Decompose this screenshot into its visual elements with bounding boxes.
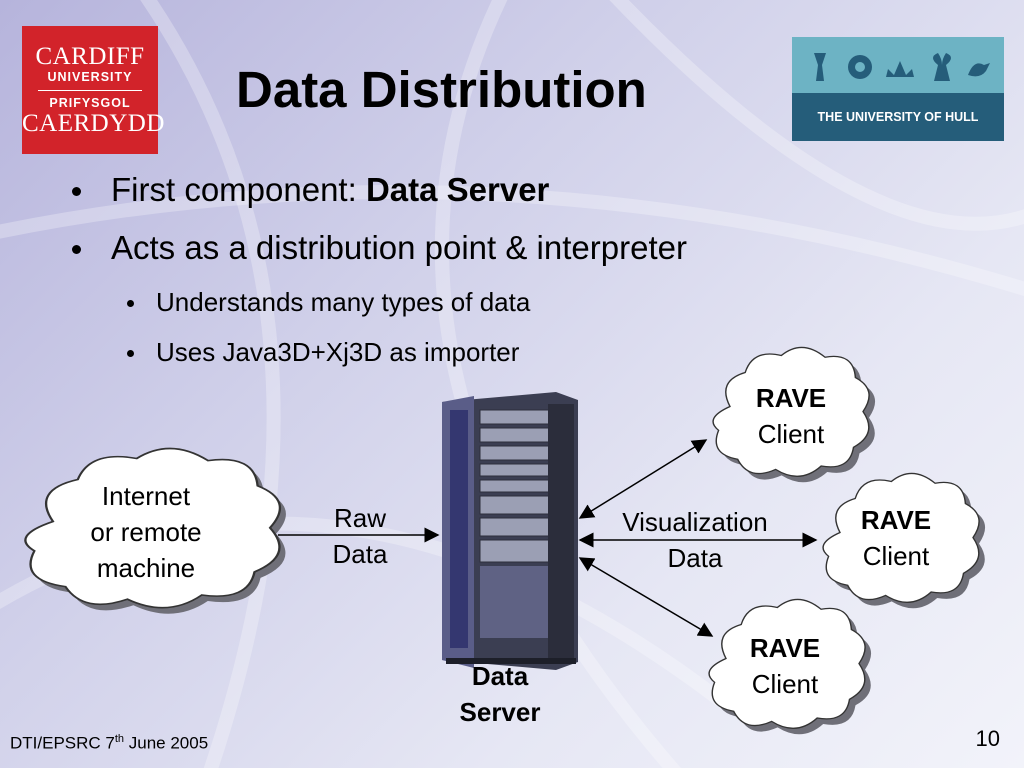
rave-client-3-bold: RAVE <box>749 633 821 663</box>
rave-client-2-text: Client <box>862 541 930 571</box>
cardiff-logo-line3: PRIFYSGOL <box>49 95 131 110</box>
bullet-1-prefix: First component: <box>111 171 366 208</box>
footer-date: DTI/EPSRC 7th June 2005 <box>10 733 208 754</box>
rave-client-1-text: Client <box>757 419 825 449</box>
hull-crest-icons <box>814 53 990 81</box>
rave-client-1-bold: RAVE <box>755 383 827 413</box>
footer-superscript: th <box>114 733 125 745</box>
raw-data-line1: Raw <box>333 503 386 533</box>
cardiff-university-logo: CARDIFF UNIVERSITY PRIFYSGOL CAERDYDD <box>22 26 165 154</box>
bullet-dot <box>72 245 81 254</box>
internet-cloud-line3: machine <box>96 553 196 583</box>
bullet-dot <box>72 187 81 196</box>
internet-cloud-line2: or remote <box>90 517 202 547</box>
rave-client-2-label: RAVE Client <box>846 502 946 574</box>
cardiff-logo-line4: CAERDYDD <box>22 109 165 137</box>
rave-client-1-label: RAVE Client <box>736 380 846 452</box>
rave-client-3-text: Client <box>751 669 819 699</box>
data-server-line1: Data <box>471 661 529 691</box>
hull-logo-text: THE UNIVERSITY OF HULL <box>792 93 1004 141</box>
footer-prefix: DTI/EPSRC 7 <box>10 733 115 753</box>
internet-cloud-line1: Internet <box>101 481 191 511</box>
server-rack-icon <box>442 392 578 670</box>
bullet-1-text: First component: Data Server <box>111 168 549 212</box>
rave-client-3-label: RAVE Client <box>730 630 840 702</box>
cardiff-logo-line2: UNIVERSITY <box>47 69 133 84</box>
client-1-arrow <box>578 439 708 519</box>
internet-cloud-label: Internet or remote machine <box>66 478 226 586</box>
footer-suffix: June 2005 <box>124 733 209 753</box>
page-number: 10 <box>975 726 1000 751</box>
cardiff-logo-divider <box>38 89 142 91</box>
bullet-1-bold: Data Server <box>365 171 550 208</box>
data-server-label: Data Server <box>440 658 560 730</box>
university-of-hull-logo: THE UNIVERSITY OF HULL <box>792 37 1004 141</box>
sub-bullet-1-text: Understands many types of data <box>156 287 531 317</box>
visualization-data-label: Visualization Data <box>600 504 790 576</box>
client-3-arrow <box>578 557 714 637</box>
rave-client-2-bold: RAVE <box>860 505 932 535</box>
raw-data-line2: Data <box>332 539 388 569</box>
cardiff-logo-line1: CARDIFF <box>35 42 145 70</box>
sub-bullet-2-text: Uses Java3D+Xj3D as importer <box>156 337 520 367</box>
raw-data-label: Raw Data <box>310 500 410 572</box>
visualization-data-line1: Visualization <box>622 507 768 537</box>
data-server-line2: Server <box>459 697 541 727</box>
bullet-2-text: Acts as a distribution point & interpret… <box>111 229 687 266</box>
visualization-data-line2: Data <box>667 543 723 573</box>
slide-title: Data Distribution <box>236 61 647 118</box>
sub-bullet-dot <box>127 350 134 357</box>
sub-bullet-dot <box>127 300 134 307</box>
